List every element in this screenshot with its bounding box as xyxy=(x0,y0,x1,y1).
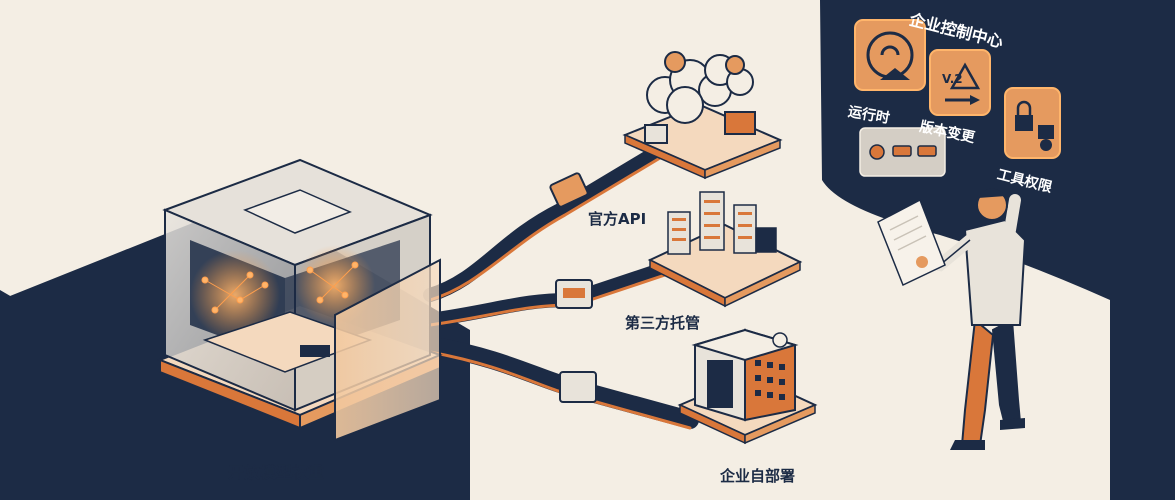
runtime-icon xyxy=(854,19,926,91)
permission-icon xyxy=(1004,87,1061,159)
version-icon-text: V.2 xyxy=(942,72,963,86)
connector-third-party xyxy=(555,279,593,309)
server-platform xyxy=(647,191,803,308)
building xyxy=(677,328,818,445)
model-label: 开放模型权重 xyxy=(228,463,325,482)
control-switchboard xyxy=(859,127,946,177)
route-label-self-hosted: 企业自部署 xyxy=(720,467,796,485)
connector-api xyxy=(549,172,589,208)
weights-panel xyxy=(334,258,441,442)
cloud-platform xyxy=(622,51,783,180)
person-figure xyxy=(877,188,1027,450)
route-label-third-party: 第三方托管 xyxy=(625,314,701,332)
version-icon xyxy=(929,49,991,116)
route-label-official-api: 官方API xyxy=(588,210,647,228)
connector-self-hosted xyxy=(559,371,597,403)
